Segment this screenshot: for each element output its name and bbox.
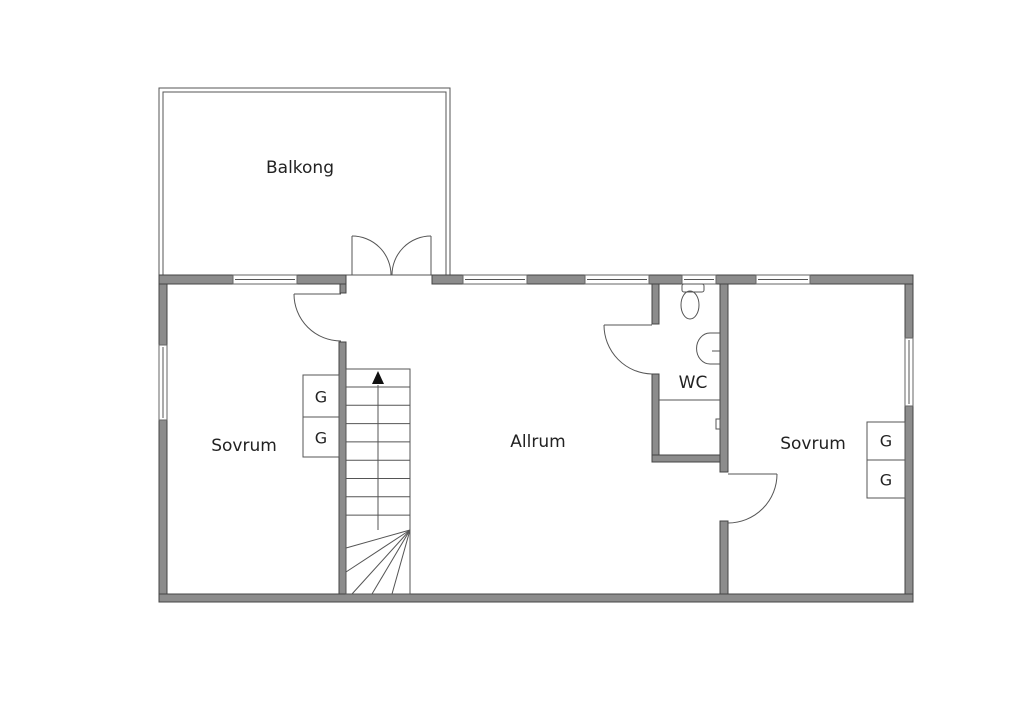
balcony-double-door[interactable] (351, 235, 432, 276)
toilet-icon (680, 283, 705, 320)
stair-tread (345, 529, 411, 573)
wardrobe-label: G (879, 470, 893, 490)
stair-tread (391, 529, 411, 595)
wc-door[interactable] (603, 324, 653, 375)
room-label-bedroom-right: Sovrum (780, 434, 846, 454)
staircase (345, 368, 411, 595)
balcony-outline (158, 87, 451, 276)
wardrobe-label: G (314, 428, 328, 448)
wardrobes-left (302, 374, 340, 458)
wardrobe-label: G (879, 431, 893, 451)
wardrobe-label: G (314, 387, 328, 407)
room-label-wc: WC (678, 373, 708, 393)
room-label-bedroom-left: Sovrum (211, 436, 277, 456)
windows (158, 274, 914, 421)
room-label-balcony: Balkong (265, 158, 335, 178)
wardrobes-right (866, 421, 906, 499)
stair-tread (351, 529, 411, 595)
bedroom-right-door[interactable] (727, 473, 778, 524)
stair-tread (371, 529, 411, 595)
stair-tread (345, 529, 411, 549)
sink-icon (696, 332, 720, 365)
shower-icon (659, 399, 721, 430)
interior-walls (338, 283, 729, 595)
room-label-living: Allrum (510, 432, 566, 452)
stair-direction-arrow-icon (372, 371, 384, 384)
bedroom-left-door[interactable] (293, 293, 342, 342)
